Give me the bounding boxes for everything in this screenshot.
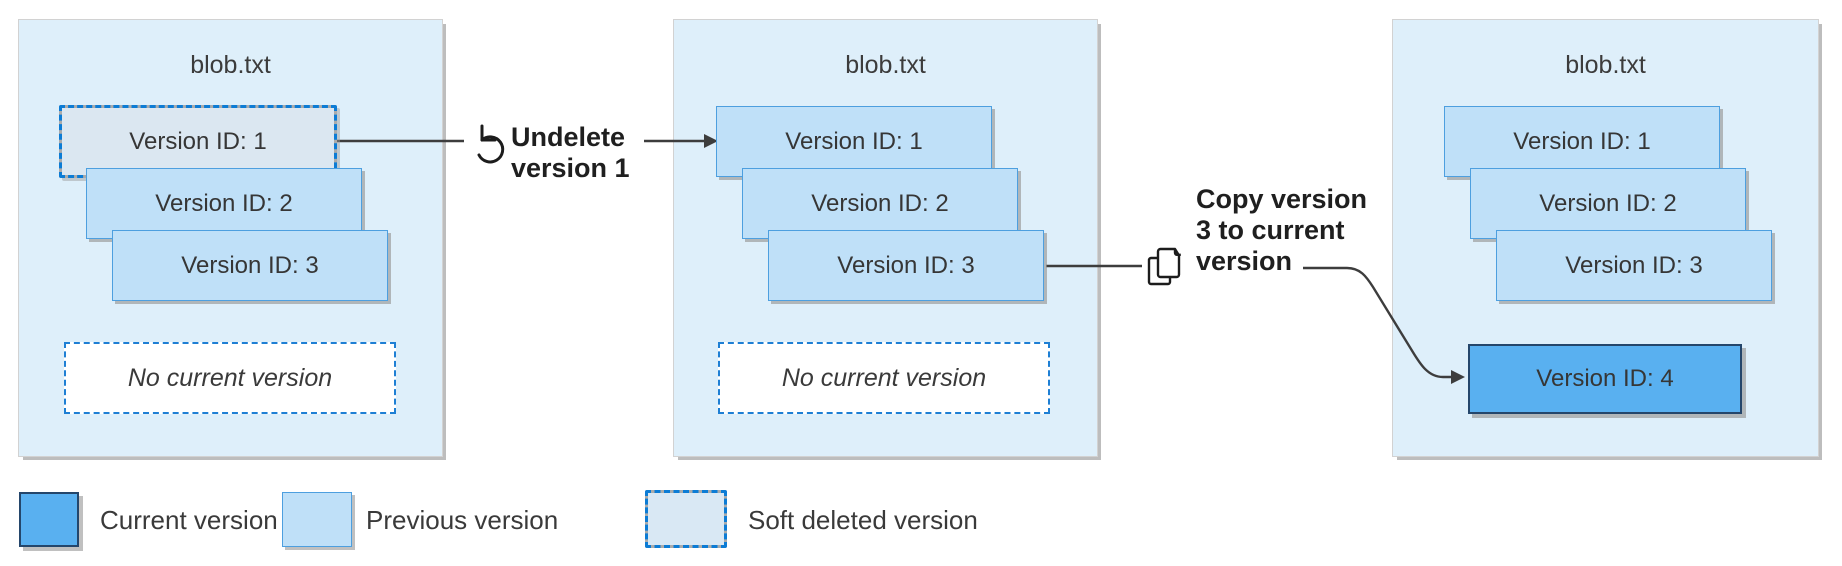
legend-label: Previous version	[366, 505, 559, 535]
panel-title: blob.txt	[1565, 51, 1646, 79]
version-box: Version ID: 2	[1470, 168, 1746, 239]
current-version-box: Version ID: 4	[1468, 344, 1742, 414]
no-current-version-box: No current version	[718, 342, 1050, 414]
panel-title: blob.txt	[845, 51, 926, 79]
version-box: Version ID: 1	[716, 106, 992, 177]
legend-label: Current version	[100, 505, 278, 535]
version-box: Version ID: 3	[112, 230, 388, 301]
legend-swatch-soft-deleted	[645, 490, 727, 548]
version-box: Version ID: 2	[742, 168, 1018, 239]
version-box: Version ID: 3	[768, 230, 1044, 301]
panel-title: blob.txt	[190, 51, 271, 79]
legend-label: Soft deleted version	[748, 505, 978, 535]
legend-swatch-current	[19, 492, 79, 547]
copy-icon	[1147, 247, 1181, 286]
version-box: Version ID: 1	[1444, 106, 1720, 177]
legend-swatch-previous	[282, 492, 352, 547]
action-label-undelete: Undelete version 1	[511, 122, 630, 183]
action-label-copy: Copy version 3 to current version	[1196, 184, 1368, 276]
undo-icon	[477, 124, 505, 164]
no-current-version-box: No current version	[64, 342, 396, 414]
version-box: Version ID: 3	[1496, 230, 1772, 301]
version-box: Version ID: 2	[86, 168, 362, 239]
